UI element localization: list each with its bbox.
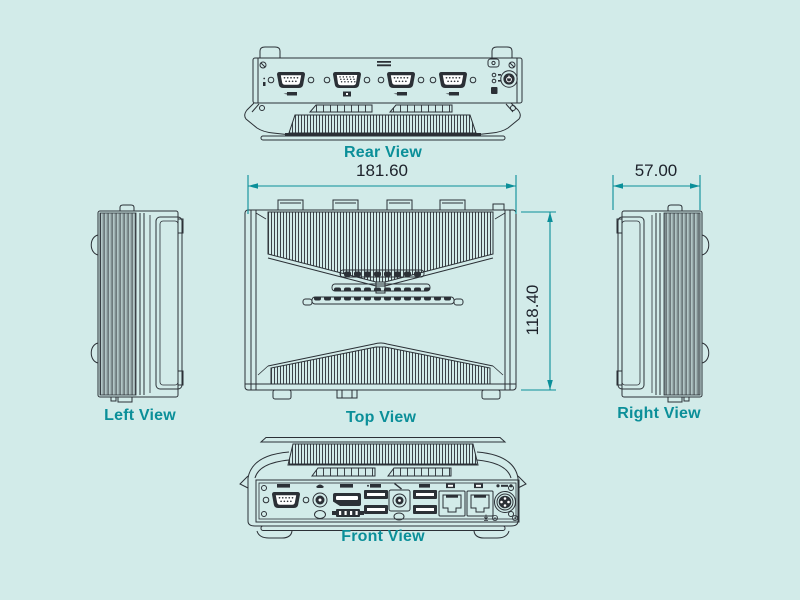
usb-ports [364,490,388,514]
corner-gussets [239,451,527,489]
dimension-side-width-value: 57.00 [634,161,678,180]
right-view-drawing [616,204,710,403]
left-view-label: Left View [104,407,176,424]
rear-view-label: Rear View [344,144,422,161]
mounting-wings [244,102,521,136]
front-view-label: Front View [341,528,425,545]
dimension-depth-value: 118.40 [523,284,542,336]
lan-rj45-port [466,490,494,517]
rear-view-drawing [244,46,523,141]
right-view-label: Right View [617,405,701,422]
antenna-bump [259,46,281,58]
port-label-icons [263,77,459,97]
power-din-connector [494,491,516,513]
audio-jack [312,492,328,519]
mic-jack [388,489,411,521]
antenna-hole [487,58,500,68]
heatsink-fins [99,212,137,396]
power-button [500,70,518,88]
top-plate [259,437,507,443]
mounting-ears [701,234,710,364]
port-label-icons [277,483,513,490]
vent-slots [308,104,373,113]
heatsink-fins [287,443,479,466]
lan-rj45-port [438,490,466,517]
dip-switch [332,509,364,517]
status-leds [491,72,497,84]
vent-slots [311,467,376,477]
left-view-drawing [90,204,184,403]
top-view-label: Top View [345,409,417,426]
displayport [333,493,361,506]
grounding-icons [484,514,518,522]
mounting-ears [90,234,99,364]
front-view-drawing [239,437,527,539]
center-tab [336,389,358,399]
top-view-drawing [244,199,517,400]
sim-slot [491,87,498,94]
heatsink-fins [663,212,701,396]
rubber-feet [256,530,510,539]
dimension-width-value: 181.60 [356,161,408,180]
usb-ports [413,490,437,514]
vent-slots [339,269,425,278]
